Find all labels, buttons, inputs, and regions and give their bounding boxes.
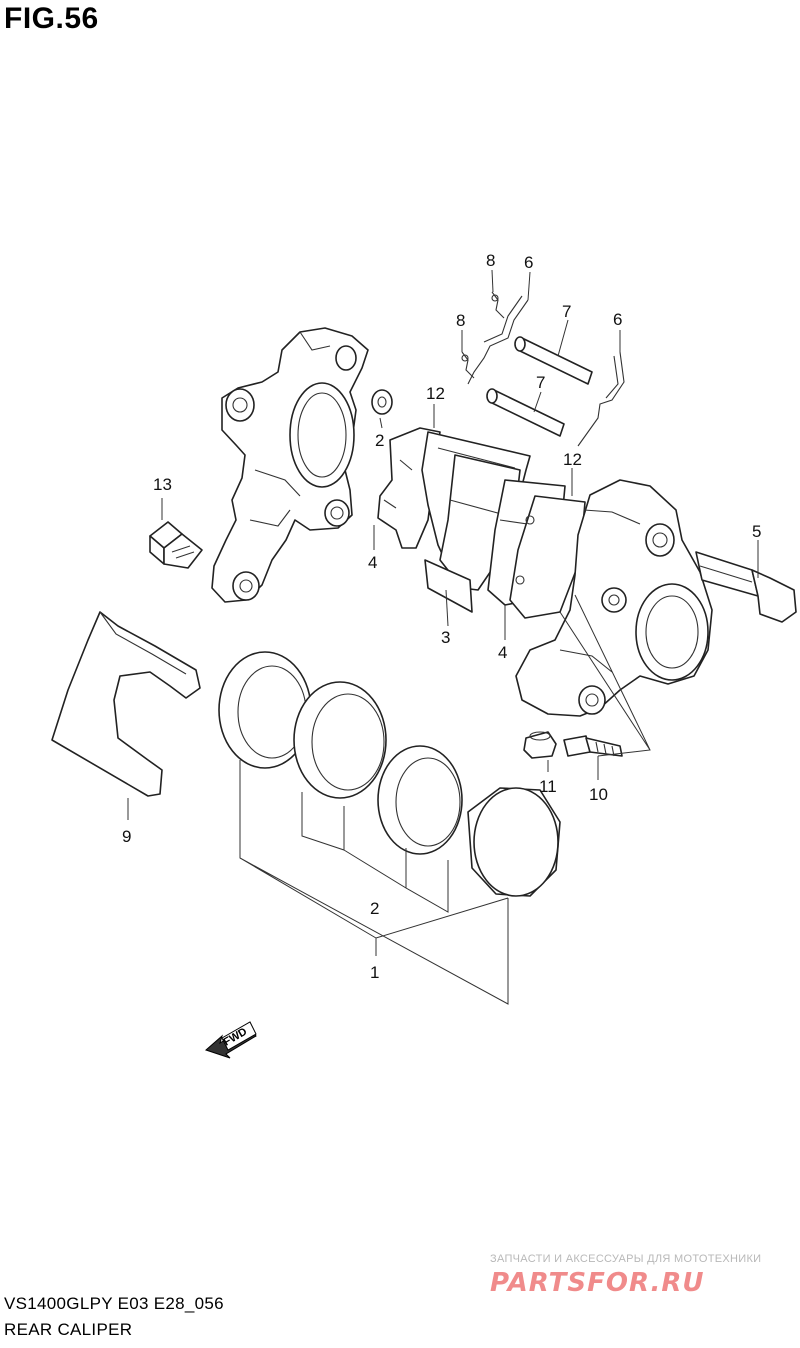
bleeder-cap-11-part[interactable] (523, 731, 557, 759)
watermark-tagline: ЗАПЧАСТИ И АКСЕССУАРЫ ДЛЯ МОТОТЕХНИКИ (490, 1253, 762, 1265)
piston-seal-2-inner-part[interactable] (377, 745, 463, 855)
caliper-holder-9-part[interactable] (51, 611, 201, 797)
callout-2-washer: 2 (375, 431, 384, 450)
bolt-13-part[interactable] (149, 521, 203, 569)
section-title: REAR CALIPER (4, 1320, 133, 1339)
callout-1: 1 (370, 963, 379, 982)
callout-8-lower: 8 (456, 311, 465, 330)
callout-8-upper: 8 (486, 251, 495, 270)
watermark-logo: PARTSFOR.RU (490, 1268, 705, 1298)
model-code: VS1400GLPY E03 E28_056 (4, 1294, 224, 1313)
pad-pin-7-lower-part[interactable] (486, 388, 565, 437)
callout-2-piston-seal: 2 (370, 899, 379, 918)
callout-3: 3 (441, 628, 450, 647)
bleeder-valve-10-part[interactable] (563, 735, 623, 757)
callout-11: 11 (539, 777, 557, 796)
callout-6-left: 6 (524, 253, 533, 272)
callout-7-upper: 7 (562, 302, 571, 321)
callout-9: 9 (122, 827, 131, 846)
figure-title: FIG.56 (4, 2, 99, 35)
caliper-bracket-part[interactable] (211, 327, 369, 603)
clip-8-upper-part[interactable] (491, 291, 505, 319)
forward-direction-arrow-icon: FWD (205, 1021, 257, 1059)
caliper-body-part[interactable] (515, 479, 713, 717)
callout-13: 13 (153, 475, 172, 494)
callout-12-right: 12 (563, 450, 582, 469)
lead-lines (127, 269, 759, 1005)
piston-1-part[interactable] (467, 787, 561, 897)
pad-spring-6-right-part[interactable] (577, 351, 625, 447)
dust-seal-part[interactable] (293, 681, 387, 799)
callout-4-left: 4 (368, 553, 377, 572)
callout-10: 10 (589, 785, 608, 804)
clip-8-lower-part[interactable] (461, 351, 475, 379)
bolt-5-part[interactable] (695, 551, 797, 623)
callout-4-right: 4 (498, 643, 507, 662)
pad-spring-6-left-part[interactable] (467, 295, 529, 385)
callout-6-right: 6 (613, 310, 622, 329)
callout-7-lower: 7 (536, 373, 545, 392)
callout-5: 5 (752, 522, 761, 541)
washer-2-part[interactable] (371, 389, 393, 415)
pad-pin-7-upper-part[interactable] (514, 336, 593, 385)
callout-12-left: 12 (426, 384, 445, 403)
